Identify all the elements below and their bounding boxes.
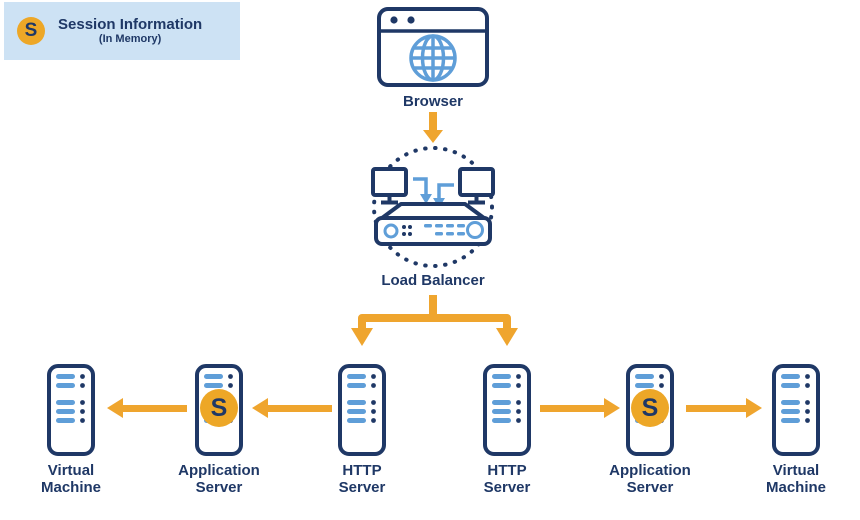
arrow-left-icon	[107, 398, 187, 418]
load-balancer-node: Load Balancer	[363, 145, 503, 289]
branch-arrows-icon	[351, 295, 518, 346]
server-icon	[47, 364, 95, 456]
arrow-right-icon	[540, 398, 620, 418]
server-icon	[483, 364, 531, 456]
browser-node: Browser	[368, 7, 498, 110]
server-icon	[338, 364, 386, 456]
session-badge-icon: S	[17, 17, 45, 45]
legend-session-info: S Session Information (In Memory)	[4, 2, 240, 60]
arrow-down-icon	[423, 112, 443, 143]
session-badge-icon: S	[631, 389, 669, 427]
load-balancer-icon	[371, 146, 495, 268]
session-badge-icon: S	[200, 389, 238, 427]
browser-icon	[377, 7, 489, 87]
load-balancer-label: Load Balancer	[381, 272, 485, 289]
arrow-left-icon	[252, 398, 332, 418]
arrow-right-icon	[686, 398, 762, 418]
legend-text: Session Information (In Memory)	[58, 16, 202, 46]
legend-subtitle: (In Memory)	[98, 33, 162, 45]
server-icon	[772, 364, 820, 456]
legend-title: Session Information	[58, 16, 203, 33]
browser-label: Browser	[402, 93, 464, 110]
